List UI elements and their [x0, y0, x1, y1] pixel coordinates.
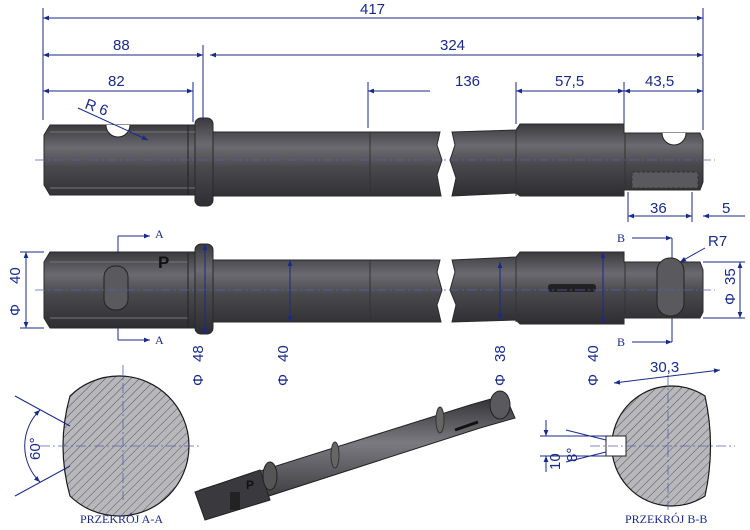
dim-dia-40-right: 40: [585, 345, 602, 362]
dim-r7: R7: [708, 233, 727, 250]
dim-dia-40-left: 40: [7, 267, 24, 284]
dim-dia-48: 48: [190, 345, 207, 362]
marking-p: P: [158, 253, 169, 272]
section-b-top-label: B: [617, 231, 625, 245]
dim-dia-35: 35: [722, 268, 739, 285]
top-dimensions: 417 88 324 82 R 6 136 57,5 43,5 36 5: [42, 1, 745, 222]
front-view-shaft: P: [35, 243, 715, 335]
diameter-symbol-38: Φ: [492, 374, 509, 386]
section-a-a-caption: PRZEKRÓJ A-A: [80, 512, 163, 526]
dim-dia-38: 38: [492, 345, 509, 362]
section-b-b-caption: PRZEKRÓJ B-B: [625, 512, 707, 526]
section-a-bottom-label: A: [155, 333, 164, 347]
diameter-symbol-40-left: Φ: [7, 304, 24, 316]
section-a-top-label: A: [155, 227, 164, 241]
dim-417: 417: [360, 1, 385, 18]
dim-136: 136: [455, 73, 480, 90]
section-a-a: 60° PRZEKRÓJ A-A: [14, 365, 200, 526]
dim-5: 5: [722, 200, 730, 217]
diameter-symbol-40-right: Φ: [585, 374, 602, 386]
dim-8-deg: 8°: [564, 448, 581, 462]
dim-60-deg: 60°: [27, 437, 44, 460]
isometric-view: P: [194, 390, 516, 521]
diameter-symbol-35: Φ: [722, 293, 739, 305]
dim-30-3: 30,3: [650, 359, 679, 376]
top-view-shaft: [35, 117, 715, 207]
dim-r6: R 6: [83, 96, 111, 120]
dim-dia-40-mid: 40: [275, 345, 292, 362]
diameter-symbol-48: Φ: [190, 374, 207, 386]
section-b-b: 30,3 10 8° PRZEKRÓJ B-B: [540, 359, 735, 526]
dim-10: 10: [547, 453, 564, 470]
front-dimensions: A A B B R7 Φ 40 Φ 48 Φ 40 Φ 38 Φ 40 Φ 35: [7, 227, 745, 386]
section-b-bottom-label: B: [617, 335, 625, 349]
dim-43-5: 43,5: [645, 73, 674, 90]
dim-82: 82: [108, 73, 125, 90]
dim-36: 36: [650, 200, 667, 217]
dim-324: 324: [440, 37, 465, 54]
dim-57-5: 57,5: [555, 73, 584, 90]
dim-88: 88: [113, 37, 130, 54]
iso-marking-p: P: [246, 478, 254, 492]
diameter-symbol-40-mid: Φ: [275, 374, 292, 386]
